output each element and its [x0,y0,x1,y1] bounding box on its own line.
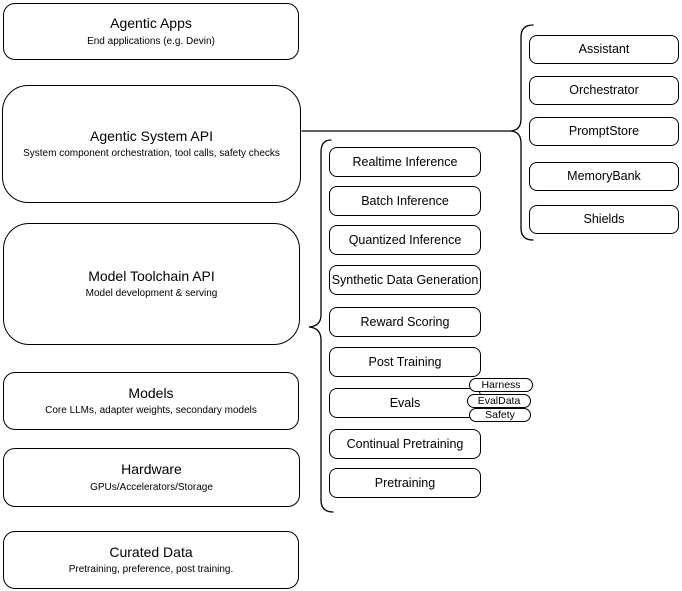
node-agentic-system-api: Agentic System API System component orch… [2,85,301,203]
node-model-toolchain-api: Model Toolchain API Model development & … [3,223,300,345]
node-subtitle: System component orchestration, tool cal… [23,148,280,160]
node-promptstore: PromptStore [529,117,679,146]
node-label: Reward Scoring [360,314,450,329]
pill-evaldata: EvalData [467,394,531,408]
node-label: MemoryBank [567,169,641,184]
node-label: Orchestrator [569,83,639,98]
node-memorybank: MemoryBank [529,162,679,191]
node-title: Curated Data [109,543,193,560]
system-components-brace [510,24,534,241]
node-pretraining: Pretraining [329,468,481,498]
node-title: Models [128,384,174,401]
node-synthetic-data-generation: Synthetic Data Generation [329,265,481,295]
node-label: Evals [389,395,421,410]
node-assistant: Assistant [529,35,679,64]
node-batch-inference: Batch Inference [329,186,481,216]
node-label: Shields [583,212,625,227]
node-agentic-apps: Agentic Apps End applications (e.g. Devi… [3,3,299,60]
node-label: PromptStore [568,124,640,139]
node-label: Realtime Inference [352,154,458,169]
node-label: Pretraining [374,475,436,490]
node-title: Model Toolchain API [88,267,215,284]
node-label: Assistant [578,42,630,57]
node-label: Quantized Inference [348,232,462,247]
node-orchestrator: Orchestrator [529,76,679,105]
node-subtitle: Pretraining, preference, post training. [68,564,234,576]
node-title: Agentic System API [90,127,213,144]
node-subtitle: End applications (e.g. Devin) [87,35,215,47]
node-reward-scoring: Reward Scoring [329,307,481,337]
pill-label: Safety [485,408,515,421]
node-subtitle: Model development & serving [85,288,218,300]
node-title: Hardware [121,461,182,478]
node-hardware: Hardware GPUs/Accelerators/Storage [3,448,300,507]
node-title: Agentic Apps [110,15,192,32]
node-label: Batch Inference [361,193,449,208]
node-curated-data: Curated Data Pretraining, preference, po… [3,531,299,589]
node-models: Models Core LLMs, adapter weights, secon… [3,372,299,430]
pill-label: EvalData [477,394,521,407]
node-realtime-inference: Realtime Inference [329,147,481,177]
node-label: Post Training [368,354,442,369]
toolchain-brace [308,139,334,513]
node-quantized-inference: Quantized Inference [329,225,481,255]
pill-label: Harness [481,378,521,391]
node-label: Continual Pretraining [346,436,464,451]
pill-harness: Harness [469,378,533,392]
node-shields: Shields [529,205,679,234]
node-label: Synthetic Data Generation [331,272,479,287]
pill-safety: Safety [469,408,531,422]
node-continual-pretraining: Continual Pretraining [329,429,481,459]
node-subtitle: GPUs/Accelerators/Storage [90,481,213,493]
node-evals: Evals [329,388,481,418]
node-subtitle: Core LLMs, adapter weights, secondary mo… [45,405,257,417]
node-post-training: Post Training [329,347,481,377]
